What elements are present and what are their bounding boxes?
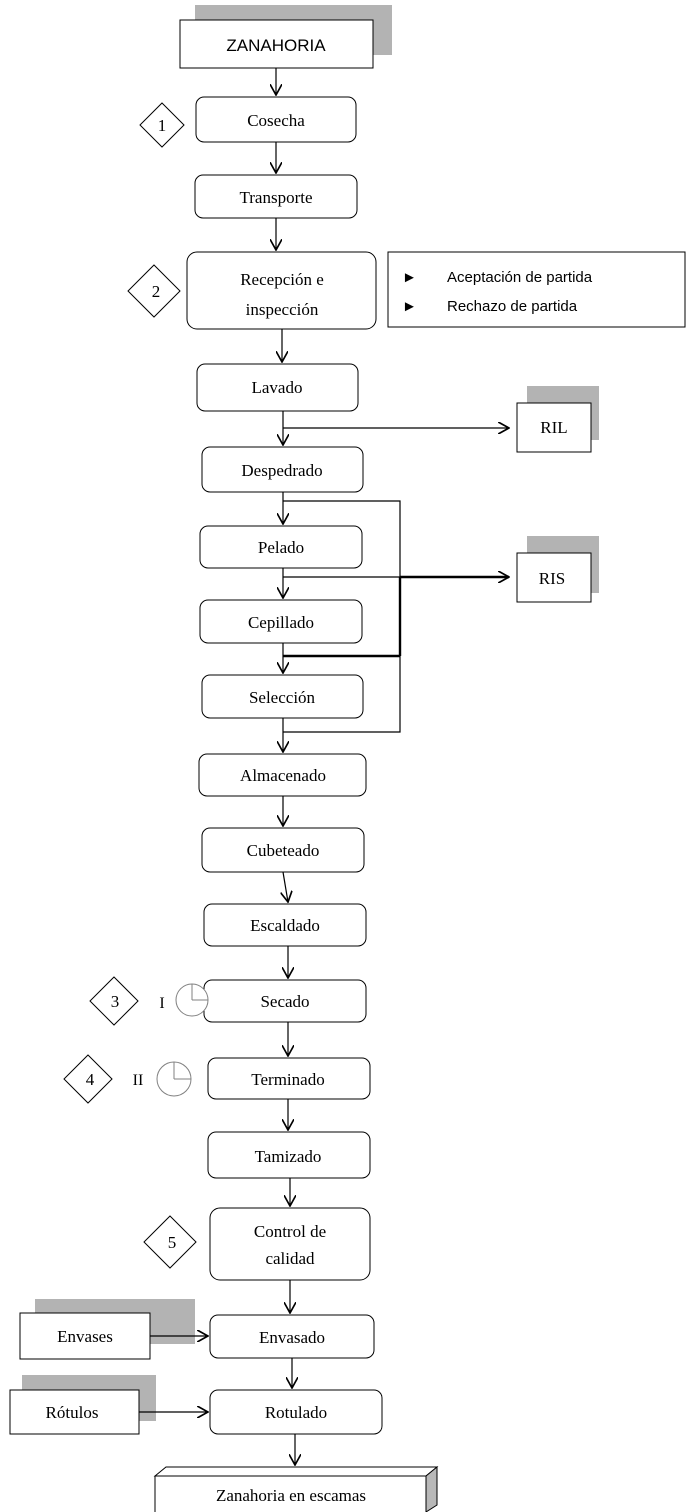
step-cepillado: Cepillado <box>199 599 363 644</box>
stage-mark-I: I <box>159 995 164 1012</box>
step-label-line2: calidad <box>265 1249 315 1268</box>
final-product: Zanahoria en escamas <box>153 1465 439 1512</box>
control-point-4: 4 <box>63 1054 113 1104</box>
step-label: Cepillado <box>248 613 314 632</box>
step-envasado: Envasado <box>209 1314 375 1359</box>
arrow <box>283 871 288 902</box>
svg-text:3: 3 <box>111 992 120 1011</box>
step-label: Despedrado <box>241 461 322 480</box>
step-label: Cubeteado <box>247 841 320 860</box>
step-label: Secado <box>260 992 309 1011</box>
step-cubeteado: Cubeteado <box>201 827 365 873</box>
legend-bullet: ► <box>402 298 417 315</box>
input-envases: Envases <box>19 1299 195 1360</box>
output-label: RIL <box>540 418 567 437</box>
step-label: Pelado <box>258 538 304 557</box>
control-point-5: 5 <box>143 1215 197 1269</box>
legend-item-reject: Rechazo de partida <box>447 298 578 315</box>
step-escaldado: Escaldado <box>203 903 367 947</box>
legend-item-accept: Aceptación de partida <box>447 269 593 286</box>
step-label: Rotulado <box>265 1403 327 1422</box>
step-label-line1: Control de <box>254 1222 326 1241</box>
step-label: Escaldado <box>250 916 320 935</box>
final-label-line1: Zanahoria en escamas <box>216 1486 366 1505</box>
input-label: Envases <box>57 1327 113 1346</box>
step-almacenado: Almacenado <box>198 753 367 797</box>
step-label: Cosecha <box>247 111 305 130</box>
start-label: ZANAHORIA <box>226 36 326 55</box>
svg-text:1: 1 <box>158 116 167 135</box>
step-label: Almacenado <box>240 766 326 785</box>
step-recepcion: Recepción e inspección <box>186 251 377 330</box>
svg-text:5: 5 <box>168 1233 177 1252</box>
step-label: Tamizado <box>255 1147 322 1166</box>
step-label-line1: Recepción e <box>240 270 324 289</box>
step-label: Selección <box>249 688 316 707</box>
step-seleccion: Selección <box>201 674 364 719</box>
control-point-3: 3 <box>89 976 139 1026</box>
clock-icon <box>156 1061 192 1097</box>
step-transporte: Transporte <box>194 174 358 219</box>
step-label: Envasado <box>259 1328 325 1347</box>
step-label: Transporte <box>239 188 312 207</box>
step-rotulado: Rotulado <box>209 1389 383 1435</box>
step-cosecha: Cosecha <box>195 96 357 143</box>
legend-box: ► Aceptación de partida ► Rechazo de par… <box>387 251 686 328</box>
stage-mark-II: II <box>133 1072 144 1089</box>
step-lavado: Lavado <box>196 363 359 412</box>
input-label: Rótulos <box>46 1403 99 1422</box>
step-label: Lavado <box>252 378 303 397</box>
step-pelado: Pelado <box>199 525 363 569</box>
input-rotulos: Rótulos <box>9 1375 156 1435</box>
step-label-line2: inspección <box>246 300 319 319</box>
step-terminado: Terminado <box>207 1057 371 1100</box>
step-control-calidad: Control de calidad <box>209 1207 371 1281</box>
svg-text:4: 4 <box>86 1070 95 1089</box>
clock-icon <box>175 983 209 1017</box>
output-label: RIS <box>539 569 565 588</box>
flow-arrows <box>276 68 295 1465</box>
step-secado: Secado <box>203 979 367 1023</box>
control-point-1: 1 <box>139 102 185 148</box>
step-tamizado: Tamizado <box>207 1131 371 1179</box>
svg-text:2: 2 <box>152 282 161 301</box>
step-label: Terminado <box>251 1070 324 1089</box>
control-point-2: 2 <box>127 264 181 318</box>
output-ril: RIL <box>516 386 599 453</box>
step-despedrado: Despedrado <box>201 446 364 493</box>
legend-bullet: ► <box>402 269 417 286</box>
start-node: ZANAHORIA <box>179 5 392 69</box>
output-ris: RIS <box>516 536 599 603</box>
